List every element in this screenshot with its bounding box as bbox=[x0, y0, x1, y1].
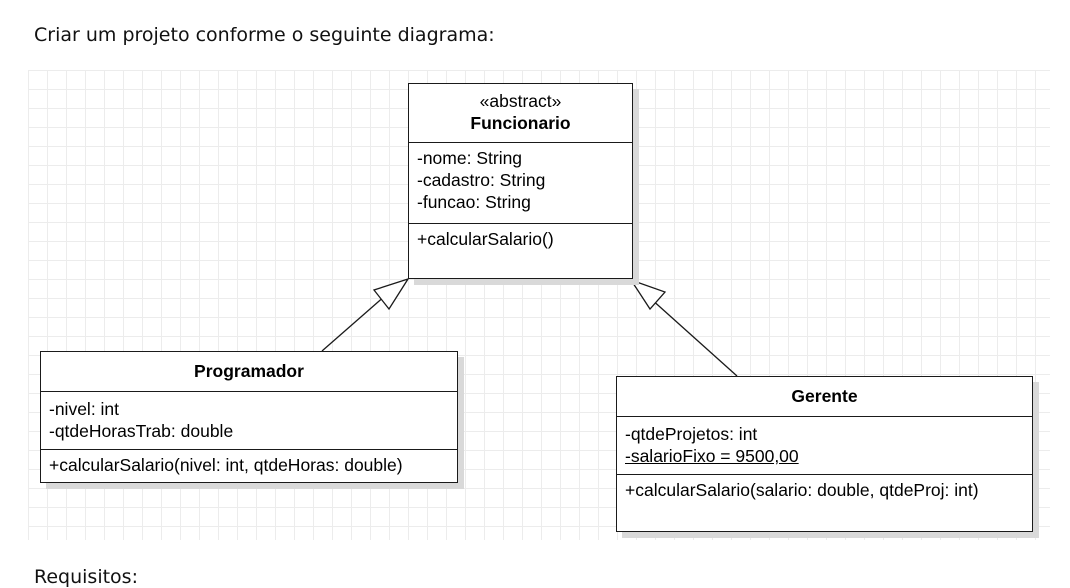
class-gerente-operations: +calcularSalario(salario: double, qtdePr… bbox=[617, 475, 1032, 501]
class-gerente-attributes: -qtdeProjetos: int -salarioFixo = 9500,0… bbox=[617, 417, 1032, 475]
requirements-heading: Requisitos: bbox=[34, 566, 138, 588]
gerente-generalization-line bbox=[649, 297, 738, 377]
class-funcionario-attributes: -nome: String -cadastro: String -funcao:… bbox=[409, 143, 632, 224]
operation-calcular-salario: +calcularSalario() bbox=[417, 229, 554, 249]
operation-calcular-salario-gerente: +calcularSalario(salario: double, qtdePr… bbox=[625, 480, 979, 500]
class-programador-operations: +calcularSalario(nivel: int, qtdeHoras: … bbox=[41, 450, 457, 476]
class-funcionario-stereotype: «abstract» bbox=[479, 91, 562, 111]
attribute-salario-fixo-static: -salarioFixo = 9500,00 bbox=[625, 446, 799, 466]
class-funcionario[interactable]: «abstract» Funcionario -nome: String -ca… bbox=[408, 83, 633, 279]
attribute-qtde-horas-trab: -qtdeHorasTrab: double bbox=[49, 421, 234, 441]
class-funcionario-name: Funcionario bbox=[470, 113, 571, 133]
class-gerente-name: Gerente bbox=[791, 386, 858, 406]
class-programador-name: Programador bbox=[194, 361, 304, 381]
class-funcionario-operations: +calcularSalario() bbox=[409, 224, 632, 250]
gerente-generalization-arrowhead bbox=[629, 278, 667, 311]
class-programador-header: Programador bbox=[41, 352, 457, 392]
attribute-qtde-projetos: -qtdeProjetos: int bbox=[625, 424, 758, 444]
class-programador[interactable]: Programador -nivel: int -qtdeHorasTrab: … bbox=[40, 351, 458, 483]
attribute-funcao: -funcao: String bbox=[417, 192, 531, 212]
operation-calcular-salario-programador: +calcularSalario(nivel: int, qtdeHoras: … bbox=[49, 455, 403, 475]
programador-generalization-arrowhead bbox=[372, 277, 410, 311]
class-gerente[interactable]: Gerente -qtdeProjetos: int -salarioFixo … bbox=[616, 376, 1033, 532]
attribute-nome: -nome: String bbox=[417, 148, 523, 168]
class-programador-attributes: -nivel: int -qtdeHorasTrab: double bbox=[41, 392, 457, 450]
attribute-nivel: -nivel: int bbox=[49, 399, 120, 419]
intro-text: Criar um projeto conforme o seguinte dia… bbox=[34, 24, 495, 46]
attribute-cadastro: -cadastro: String bbox=[417, 170, 546, 190]
class-gerente-header: Gerente bbox=[617, 377, 1032, 417]
class-funcionario-header: «abstract» Funcionario bbox=[409, 84, 632, 143]
